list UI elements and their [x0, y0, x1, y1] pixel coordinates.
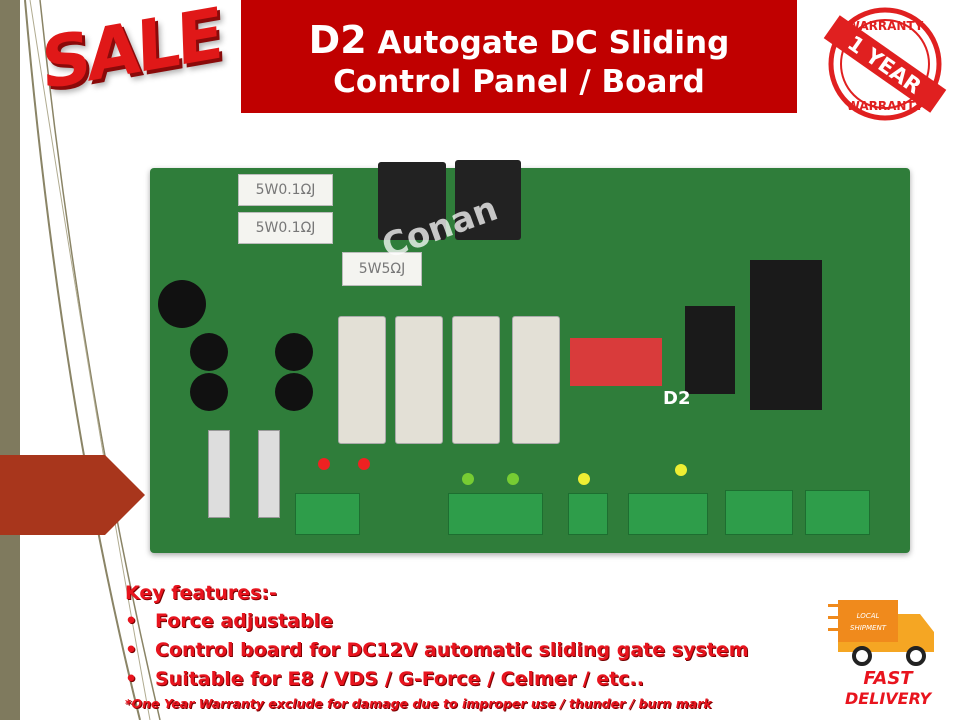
fuse	[258, 430, 280, 518]
features-heading: Key features:-	[125, 582, 277, 604]
terminal-block	[805, 490, 870, 535]
delivery-text2: DELIVERY	[845, 689, 933, 708]
bullet-icon: •	[125, 610, 138, 632]
diode	[190, 333, 228, 371]
microcontroller	[750, 260, 822, 410]
led	[507, 473, 519, 485]
terminal-block	[725, 490, 793, 535]
seal-bottom-text: WARRANTY	[847, 99, 924, 113]
diode	[275, 333, 313, 371]
fuse	[208, 430, 230, 518]
relay	[395, 316, 443, 444]
feature-item: • Suitable for E8 / VDS / G-Force / Celme…	[125, 668, 644, 690]
title-line1: Autogate DC Sliding	[377, 25, 730, 61]
feature-item: • Control board for DC12V automatic slidi…	[125, 639, 749, 661]
feature-item: • Force adjustable	[125, 610, 333, 632]
bullet-icon: •	[125, 668, 138, 690]
ic-chip	[685, 306, 735, 394]
left-decor-strip	[0, 0, 20, 720]
led	[578, 473, 590, 485]
dip-switch	[570, 338, 662, 386]
warranty-note: *One Year Warranty exclude for damage du…	[125, 696, 712, 711]
warranty-seal: WARRANTY WARRANTY 1 YEAR	[823, 7, 947, 121]
seal-top-text: WARRANTY	[847, 19, 924, 33]
title-model: D2	[308, 18, 367, 62]
diode	[275, 373, 313, 411]
relay	[452, 316, 500, 444]
board-label: D2	[663, 388, 691, 409]
terminal-block	[568, 493, 608, 535]
delivery-label2: SHIPMENT	[850, 624, 887, 632]
feature-item-text: Force adjustable	[155, 610, 334, 632]
seal-center-text: 1 YEAR	[843, 31, 925, 99]
relay	[455, 160, 521, 240]
decor-lines	[24, 0, 161, 720]
capacitor	[158, 280, 206, 328]
feature-item-text: Control board for DC12V automatic slidin…	[155, 639, 749, 661]
delivery-label1: LOCAL	[857, 612, 880, 620]
power-resistor: 5W0.1ΩJ	[238, 174, 333, 206]
fast-delivery-icon: LOCAL SHIPMENT FAST DELIVERY	[828, 600, 934, 708]
title-line2: Control Panel / Board	[333, 64, 705, 100]
diode	[190, 373, 228, 411]
feature-item-text: Suitable for E8 / VDS / G-Force / Celmer…	[155, 668, 644, 690]
led	[358, 458, 370, 470]
title-banner: D2 Autogate DC Sliding Control Panel / B…	[241, 0, 797, 113]
power-resistor: 5W5ΩJ	[342, 252, 422, 286]
product-image-pcb: 5W0.1ΩJ 5W0.1ΩJ 5W5ΩJ Conan D2	[150, 160, 910, 553]
led	[318, 458, 330, 470]
power-resistor: 5W0.1ΩJ	[238, 212, 333, 244]
led	[462, 473, 474, 485]
terminal-block	[448, 493, 543, 535]
relay	[338, 316, 386, 444]
terminal-block	[628, 493, 708, 535]
delivery-text1: FAST	[863, 668, 914, 689]
led	[675, 464, 687, 476]
bullet-icon: •	[125, 639, 138, 661]
relay	[512, 316, 560, 444]
relay	[378, 162, 446, 240]
terminal-block	[295, 493, 360, 535]
